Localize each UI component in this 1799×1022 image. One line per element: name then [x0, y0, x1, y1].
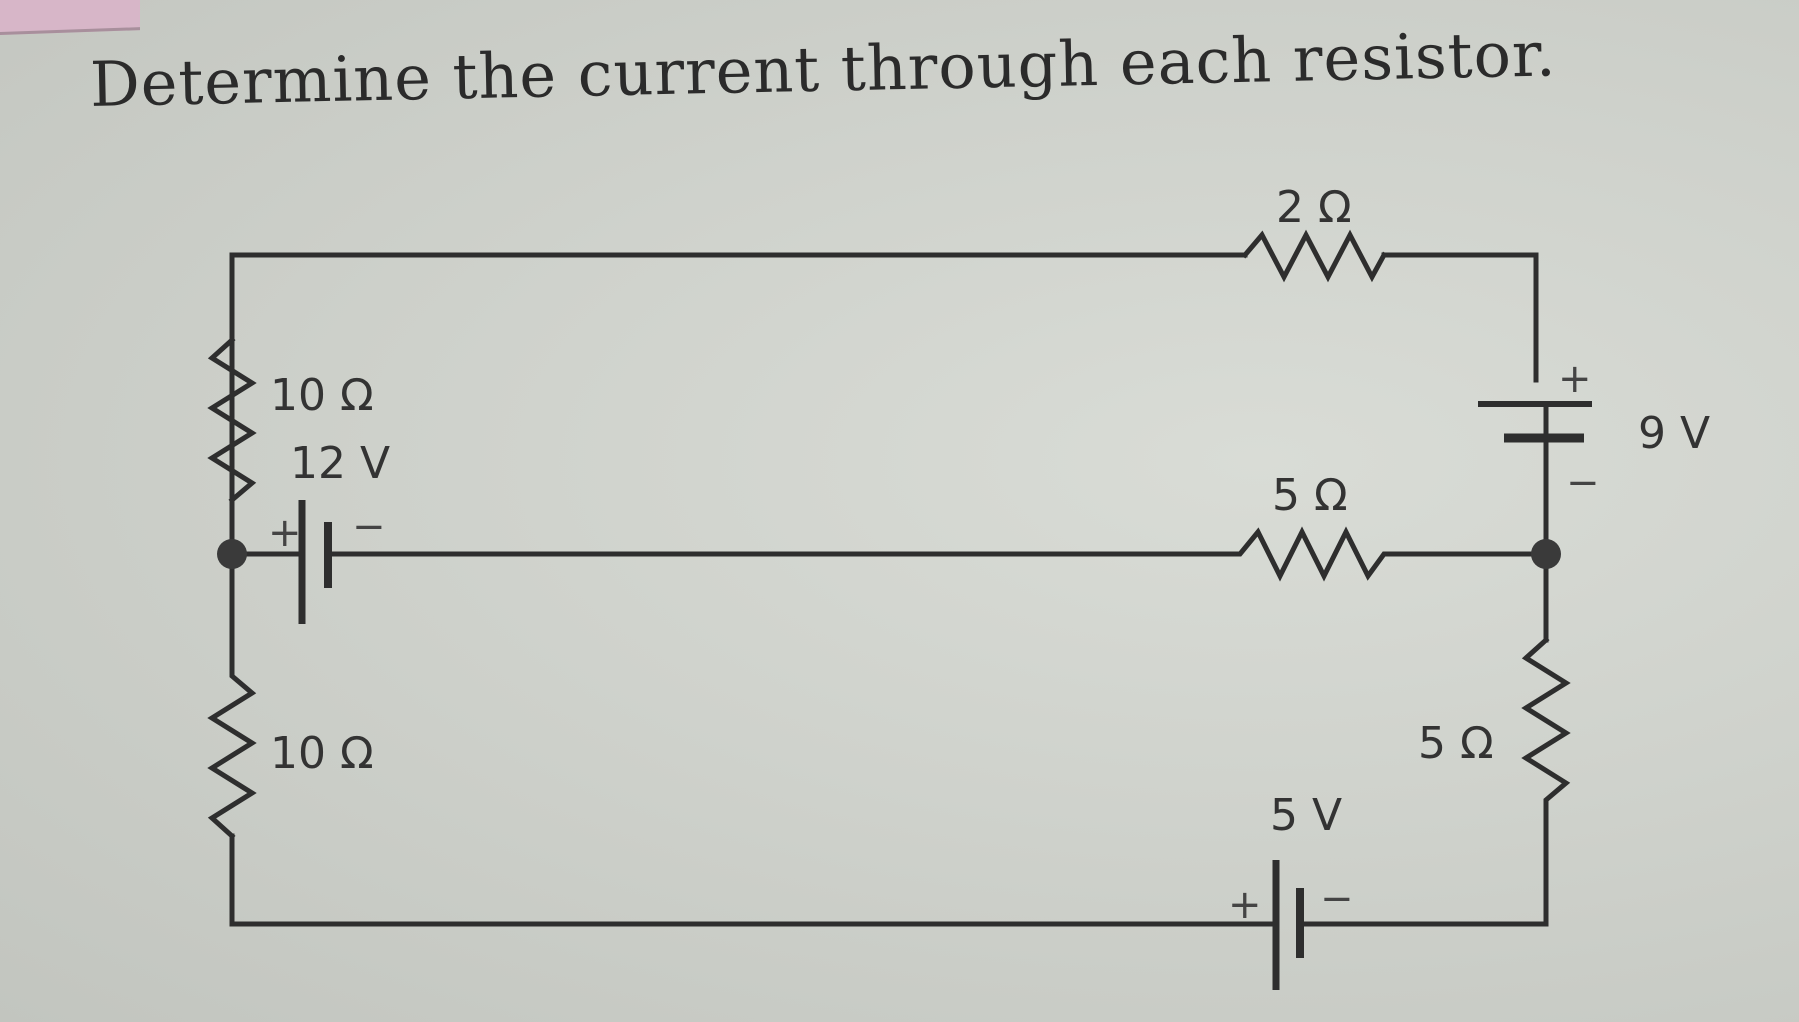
sign-9v-minus: − — [1566, 460, 1600, 506]
wire-top — [229, 252, 1248, 557]
sign-12v-plus: + — [268, 510, 302, 556]
label-resistor-middle: 5 Ω — [1272, 470, 1348, 521]
resistor-2-ohm — [1241, 229, 1388, 283]
sign-9v-plus: + — [1558, 356, 1592, 402]
resistor-left-upper-10-ohm — [207, 336, 257, 504]
label-resistor-right-lower: 5 Ω — [1418, 718, 1494, 769]
label-source-middle: 12 V — [290, 438, 390, 489]
label-source-right: 9 V — [1638, 408, 1710, 459]
resistor-right-lower-5-ohm — [1521, 636, 1571, 927]
sign-12v-minus: − — [352, 504, 386, 550]
sign-5v-minus: − — [1320, 876, 1354, 922]
wire-bottom-left — [229, 833, 1279, 927]
junction-node-left — [217, 539, 247, 569]
sign-5v-plus: + — [1228, 882, 1262, 928]
junction-node-right — [1531, 539, 1561, 569]
resistor-left-lower-10-ohm — [207, 551, 257, 840]
label-source-bottom: 5 V — [1270, 790, 1342, 841]
label-resistor-top: 2 Ω — [1276, 182, 1352, 233]
wire-top-right — [1381, 252, 1539, 383]
label-resistor-left-upper: 10 Ω — [270, 370, 374, 421]
label-resistor-left-lower: 10 Ω — [270, 728, 374, 779]
resistor-middle-5-ohm — [325, 526, 1549, 582]
